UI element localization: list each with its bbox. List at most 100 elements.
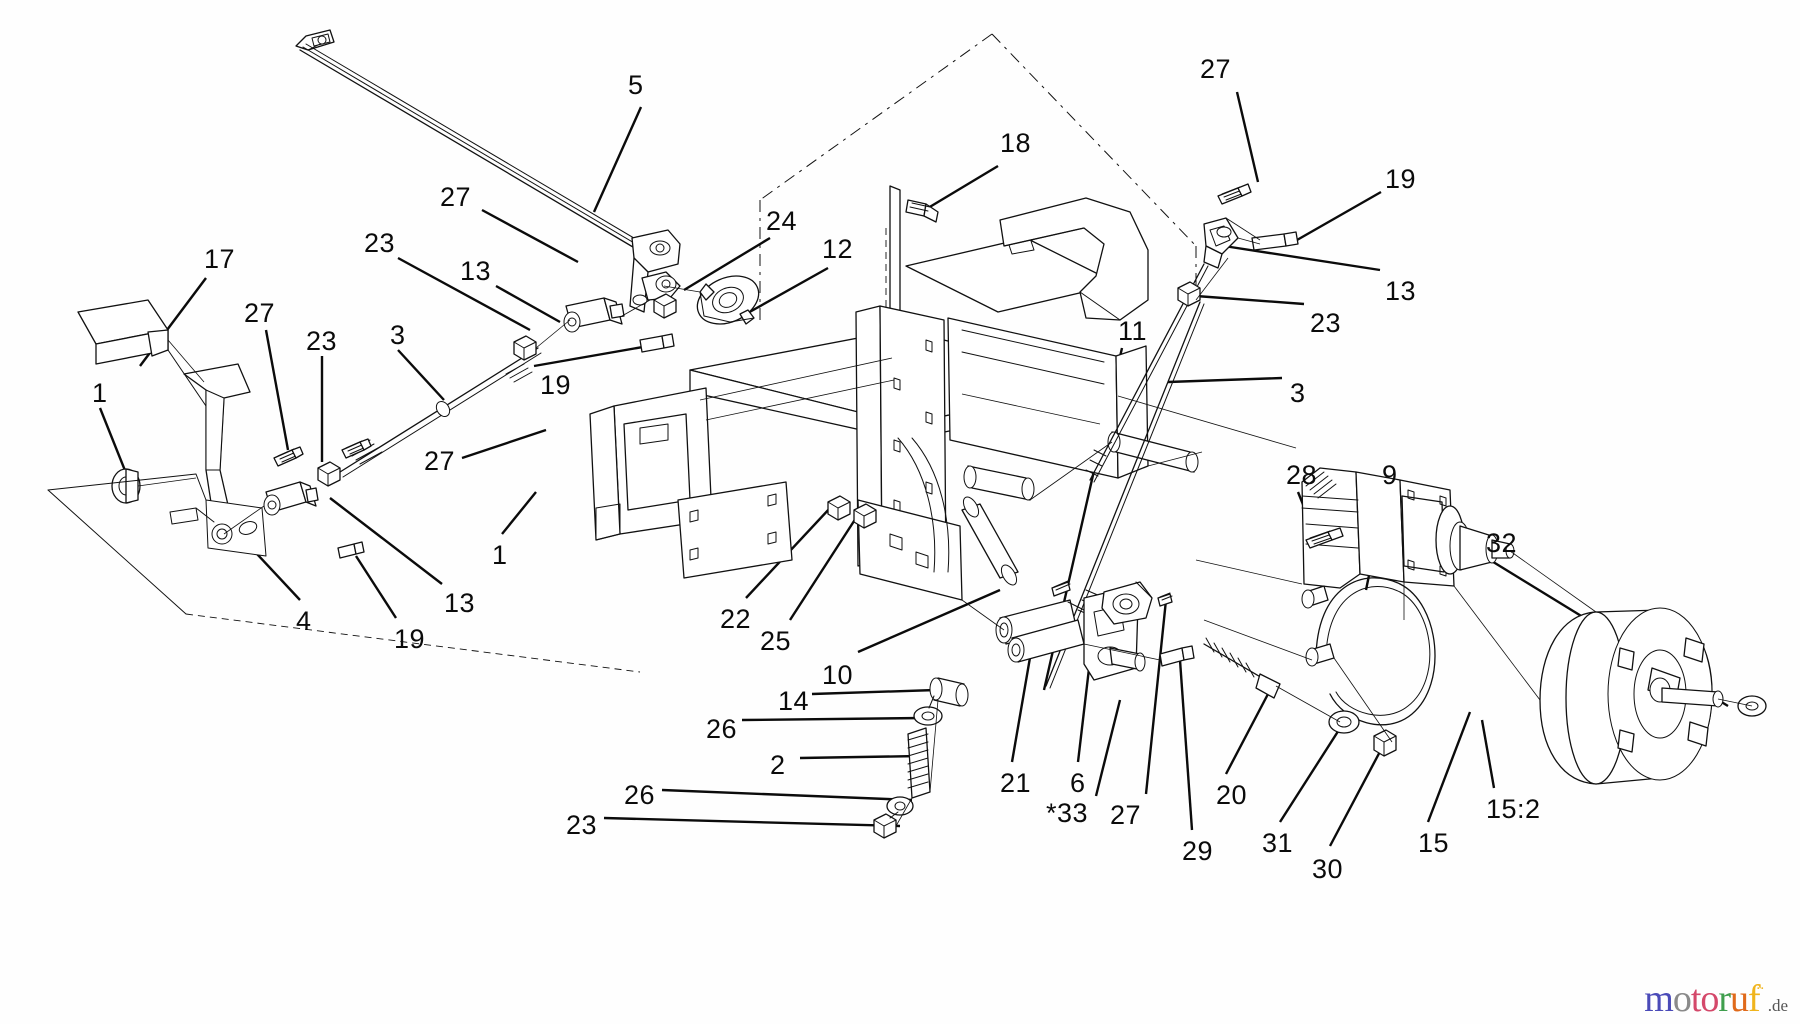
callout-label-9: 9 xyxy=(1382,460,1398,490)
callout-label-20: 20 xyxy=(1216,780,1248,810)
part-10-spacer-tube-b xyxy=(961,496,1019,586)
frame-main-body xyxy=(589,185,1149,601)
part-9-brake-band xyxy=(1301,577,1436,726)
part-29-bolt xyxy=(1159,645,1195,667)
leader-line-13 xyxy=(1223,244,1381,272)
part-1-bushing-left xyxy=(111,468,141,504)
projection-lines xyxy=(137,43,1753,827)
watermark-letter: o xyxy=(1700,978,1719,1020)
part-23-nut-left xyxy=(317,461,341,487)
leader-line-18 xyxy=(927,164,999,210)
watermark-letter: r xyxy=(1718,978,1731,1020)
leader-line-12 xyxy=(745,266,829,316)
part-26-washer-bottom xyxy=(886,796,914,816)
part-13-yoke-mid xyxy=(563,297,625,333)
leader-line-1 xyxy=(501,491,537,535)
leader-line-27 xyxy=(481,208,579,264)
callout-label-30: 30 xyxy=(1312,854,1344,884)
leader-line-14 xyxy=(811,688,937,696)
part-10-spacer-tube-a xyxy=(963,465,1035,501)
callout-label-23: 23 xyxy=(306,326,338,356)
leader-line-27 xyxy=(1235,91,1260,183)
part-30-nut xyxy=(1373,729,1397,757)
part-23-nut-bellcrank xyxy=(653,293,677,319)
callout-label-28: 28 xyxy=(1286,460,1318,490)
leader-line-21 xyxy=(1010,645,1034,763)
part-2-extension-spring xyxy=(907,727,931,799)
leader-line-5 xyxy=(592,106,643,213)
callout-leader-lines xyxy=(98,91,1729,847)
callout-label-10: 10 xyxy=(822,660,854,690)
callout-label-31: 31 xyxy=(1262,828,1294,858)
leader-line-3 xyxy=(397,349,445,401)
part-19-bolt-right xyxy=(1251,231,1299,251)
callout-label-12: 12 xyxy=(822,234,854,264)
callout-label-2: 2 xyxy=(770,750,786,780)
callout-label-5: 5 xyxy=(628,70,644,100)
leader-line-31 xyxy=(1278,721,1346,823)
callout-label-3: 3 xyxy=(1290,378,1306,408)
callout-label-152: 15:2 xyxy=(1486,794,1541,824)
part-17-handle-grip xyxy=(77,299,169,365)
leader-line-27 xyxy=(461,428,547,460)
callout-label-6: 6 xyxy=(1070,768,1086,798)
callout-label-27: 27 xyxy=(1200,54,1232,84)
callout-label-14: 14 xyxy=(778,686,810,716)
part-24-bellcrank xyxy=(629,229,681,313)
leader-line-152 xyxy=(1480,719,1496,789)
leader-line-25 xyxy=(788,517,858,621)
motoruf-watermark: motoruf··.de xyxy=(1644,980,1788,1018)
part-25-nut xyxy=(853,503,877,529)
callout-label-23: 23 xyxy=(1310,308,1342,338)
part-23-nut-bottom xyxy=(873,811,899,839)
callout-label-23: 23 xyxy=(364,228,396,258)
callout-label-24: 24 xyxy=(766,206,798,236)
leader-line-19 xyxy=(1296,190,1382,242)
leader-line-24 xyxy=(683,236,771,292)
callout-label-26: 26 xyxy=(706,714,738,744)
callout-label-17: 17 xyxy=(204,244,236,274)
leader-line-27 xyxy=(1144,599,1168,795)
leader-line-15 xyxy=(1426,711,1472,823)
watermark-letter: f xyxy=(1748,978,1761,1020)
callout-label-11: 11 xyxy=(1118,316,1148,346)
leader-line-33 xyxy=(1094,699,1122,797)
frame-outline-left xyxy=(47,473,641,673)
leader-line-3 xyxy=(1167,376,1283,384)
leader-line-30 xyxy=(1328,743,1386,847)
callout-label-18: 18 xyxy=(1000,128,1032,158)
watermark-dot: ·· xyxy=(1755,981,1765,997)
callout-label-26: 26 xyxy=(624,780,656,810)
leader-line-1 xyxy=(98,407,130,479)
part-26-washer-top xyxy=(913,695,943,726)
watermark-letter: o xyxy=(1672,978,1692,1020)
leader-line-19 xyxy=(533,342,661,368)
callout-label-27: 27 xyxy=(1110,800,1142,830)
leader-line-10 xyxy=(857,588,1001,654)
leader-line-6 xyxy=(1076,659,1092,763)
part-13-yoke-right xyxy=(1203,217,1239,269)
part-19-bolt-mid xyxy=(639,333,675,353)
part-23-nut-left-2 xyxy=(513,335,537,361)
part-27-screw-sub xyxy=(1051,580,1071,597)
part-27-screw-left xyxy=(273,446,304,467)
part-21-clevis-arms xyxy=(995,599,1085,663)
watermark-letter: t xyxy=(1690,978,1702,1020)
callout-label-19: 19 xyxy=(394,624,426,654)
part-23-nut-right xyxy=(1177,281,1201,307)
part-22-nut xyxy=(827,495,851,521)
leader-line-26 xyxy=(741,716,925,722)
callout-label-27: 27 xyxy=(424,446,456,476)
part-4-brake-lever xyxy=(167,349,267,557)
callout-label-15: 15 xyxy=(1418,828,1450,858)
callout-label-19: 19 xyxy=(540,370,572,400)
leader-line-23 xyxy=(603,816,901,828)
part-14-spacer xyxy=(929,677,969,707)
part-19-bolt-left xyxy=(337,541,365,559)
part-13-yoke-left xyxy=(263,481,319,516)
part-33-lever-pin xyxy=(1101,581,1153,625)
callout-label-33: *33 xyxy=(1046,798,1089,828)
callout-label-29: 29 xyxy=(1182,836,1214,866)
part-18-bolt xyxy=(905,199,939,223)
callout-label-27: 27 xyxy=(440,182,472,212)
